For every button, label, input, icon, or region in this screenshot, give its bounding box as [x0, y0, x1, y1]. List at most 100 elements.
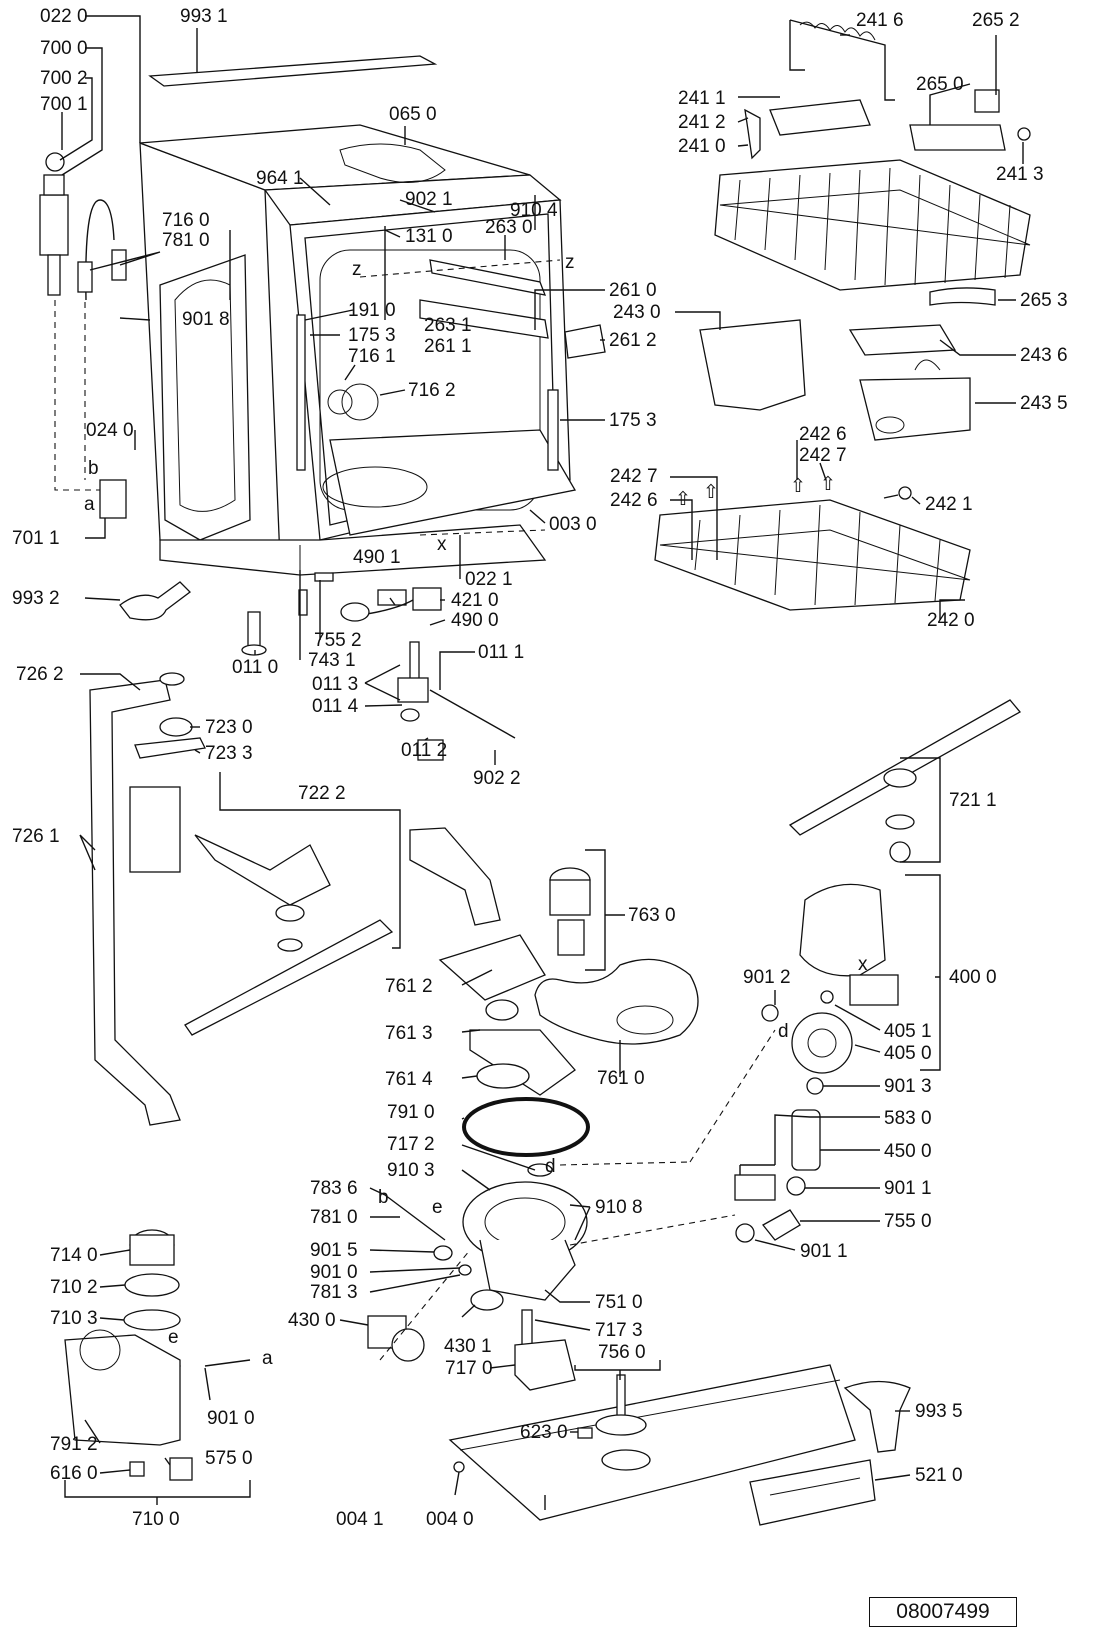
- label-241-3: 241 3: [996, 164, 1044, 185]
- label-717-3: 717 3: [595, 1320, 643, 1341]
- label-716-1: 716 1: [348, 346, 396, 367]
- label-430-1: 430 1: [444, 1336, 492, 1357]
- label-011-0: 011 0: [232, 657, 278, 678]
- label-714-0: 714 0: [50, 1245, 98, 1266]
- label-405-0: 405 0: [884, 1043, 932, 1064]
- label-910-8: 910 8: [595, 1197, 643, 1218]
- label-022-1: 022 1: [465, 569, 513, 590]
- label-910-4: 910 4: [510, 200, 558, 221]
- letter-markers: a b z z x x d d e b e a: [84, 252, 868, 1369]
- marker-a: a: [84, 494, 95, 515]
- label-191-0: 191 0: [348, 300, 396, 321]
- label-004-1: 004 1: [336, 1509, 384, 1530]
- label-131-0: 131 0: [405, 226, 453, 247]
- label-761-2: 761 2: [385, 976, 433, 997]
- label-710-3: 710 3: [50, 1308, 98, 1329]
- label-243-5: 243 5: [1020, 393, 1068, 414]
- label-761-4: 761 4: [385, 1069, 433, 1090]
- label-717-2: 717 2: [387, 1134, 435, 1155]
- label-400-0: 400 0: [949, 967, 997, 988]
- label-993-1: 993 1: [180, 6, 228, 27]
- marker-z-1: z: [352, 259, 362, 280]
- label-791-0: 791 0: [387, 1102, 435, 1123]
- label-241-2: 241 2: [678, 112, 726, 133]
- label-430-0: 430 0: [288, 1310, 336, 1331]
- label-261-0: 261 0: [609, 280, 657, 301]
- label-781-3: 781 3: [310, 1282, 358, 1303]
- label-265-2: 265 2: [972, 10, 1020, 31]
- label-721-1: 721 1: [949, 790, 997, 811]
- marker-e-2: e: [168, 1327, 179, 1348]
- label-583-0: 583 0: [884, 1108, 932, 1129]
- label-490-1: 490 1: [353, 547, 401, 568]
- label-781-0-b: 781 0: [310, 1207, 358, 1228]
- label-781-0-a: 781 0: [162, 230, 210, 251]
- label-993-2: 993 2: [12, 588, 60, 609]
- label-261-1: 261 1: [424, 336, 472, 357]
- label-755-0: 755 0: [884, 1211, 932, 1232]
- label-726-2: 726 2: [16, 664, 64, 685]
- label-242-0: 242 0: [927, 610, 975, 631]
- callout-labels: 022 0 993 1 700 0 700 2 700 1 065 0 964 …: [12, 6, 1068, 1530]
- label-701-1: 701 1: [12, 528, 60, 549]
- label-490-0: 490 0: [451, 610, 499, 631]
- label-901-8: 901 8: [182, 309, 230, 330]
- label-242-6-b: 242 6: [610, 490, 658, 511]
- label-751-0: 751 0: [595, 1292, 643, 1313]
- marker-e-1: e: [432, 1197, 443, 1218]
- label-743-1: 743 1: [308, 650, 356, 671]
- label-242-1: 242 1: [925, 494, 973, 515]
- label-241-6: 241 6: [856, 10, 904, 31]
- label-723-0: 723 0: [205, 717, 253, 738]
- marker-b-2: b: [378, 1187, 389, 1208]
- label-265-3: 265 3: [1020, 290, 1068, 311]
- label-901-3: 901 3: [884, 1076, 932, 1097]
- label-902-1: 902 1: [405, 189, 453, 210]
- label-901-0: 901 0: [310, 1262, 358, 1283]
- label-242-6-a: 242 6: [799, 424, 847, 445]
- label-421-0: 421 0: [451, 590, 499, 611]
- label-726-1: 726 1: [12, 826, 60, 847]
- lower-basket-drawing: ⇧⇧ ⇧⇧: [654, 474, 971, 611]
- marker-d-1: d: [778, 1021, 789, 1042]
- label-964-1: 964 1: [256, 168, 304, 189]
- label-263-0: 263 0: [485, 217, 533, 238]
- label-265-0: 265 0: [916, 74, 964, 95]
- label-716-2: 716 2: [408, 380, 456, 401]
- label-011-1: 011 1: [478, 642, 524, 663]
- marker-b: b: [88, 458, 99, 479]
- label-450-0: 450 0: [884, 1141, 932, 1162]
- marker-d-2: d: [545, 1156, 556, 1177]
- pump-sump-drawing: [367, 883, 911, 1526]
- label-723-3: 723 3: [205, 743, 253, 764]
- label-716-0: 716 0: [162, 210, 210, 231]
- marker-x-2: x: [858, 954, 868, 975]
- marker-z-2: z: [565, 252, 575, 273]
- label-717-0: 717 0: [445, 1358, 493, 1379]
- label-710-2: 710 2: [50, 1277, 98, 1298]
- label-011-3: 011 3: [312, 674, 358, 695]
- label-175-3-b: 175 3: [609, 410, 657, 431]
- label-022-0: 022 0: [40, 6, 88, 27]
- label-901-1-b: 901 1: [800, 1241, 848, 1262]
- label-700-1: 700 1: [40, 94, 88, 115]
- label-761-0: 761 0: [597, 1068, 645, 1089]
- label-241-0: 241 0: [678, 136, 726, 157]
- basket-grid: [734, 167, 1011, 286]
- water-softener-drawing: [64, 1229, 251, 1481]
- label-004-0: 004 0: [426, 1509, 474, 1530]
- label-405-1: 405 1: [884, 1021, 932, 1042]
- label-242-7-b: 242 7: [610, 466, 658, 487]
- label-243-0: 243 0: [613, 302, 661, 323]
- label-901-5: 901 5: [310, 1240, 358, 1261]
- label-755-2: 755 2: [314, 630, 362, 651]
- marker-a-2: a: [262, 1348, 273, 1369]
- label-722-2: 722 2: [298, 783, 346, 804]
- label-616-0: 616 0: [50, 1463, 98, 1484]
- label-763-0: 763 0: [628, 905, 676, 926]
- label-993-5: 993 5: [915, 1401, 963, 1422]
- label-700-2: 700 2: [40, 68, 88, 89]
- tub-cabinet-drawing: [39, 55, 606, 761]
- svg-text:⇧: ⇧: [820, 474, 836, 495]
- label-910-3: 910 3: [387, 1160, 435, 1181]
